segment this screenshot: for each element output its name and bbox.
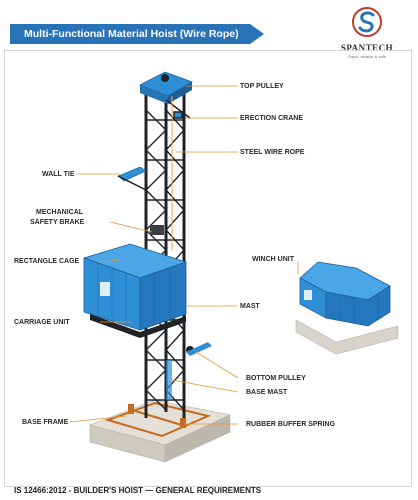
- winch-unit: [295, 261, 399, 355]
- label-base-frame: BASE FRAME: [22, 419, 69, 426]
- label-carriage-unit: CARRIAGE UNIT: [14, 319, 70, 326]
- label-rectangle-cage: RECTANGLE CAGE: [14, 258, 80, 265]
- carriage-unit: [90, 314, 186, 338]
- label-mechanical-safety-brake-line2: SAFETY BRAKE: [30, 219, 85, 226]
- rectangle-cage: [82, 243, 188, 331]
- bottom-pulley: [186, 342, 212, 356]
- leader-lines: [69, 85, 299, 425]
- base-foundation: [89, 399, 231, 463]
- spantech-logo-icon: [352, 7, 382, 37]
- label-top-pulley: TOP PULLEY: [240, 83, 284, 90]
- wall-tie: [117, 166, 147, 191]
- label-bottom-pulley: BOTTOM PULLEY: [246, 375, 306, 382]
- label-erection-crane: ERECTION CRANE: [240, 115, 304, 122]
- label-winch-unit: WINCH UNIT: [252, 256, 294, 263]
- base-mast: [166, 360, 172, 400]
- logo-tagline: Rapid, reliable & safe: [347, 54, 387, 59]
- label-rubber-buffer-spring: RUBBER BUFFER SPRING: [246, 421, 336, 428]
- label-mast: MAST: [240, 303, 260, 310]
- label-steel-wire-rope: STEEL WIRE ROPE: [240, 149, 305, 156]
- top-pulley: [139, 71, 193, 104]
- mechanical-safety-brake: [150, 225, 164, 235]
- diagram-frame: [4, 50, 412, 487]
- label-wall-tie: WALL TIE: [42, 171, 75, 178]
- label-base-mast: BASE MAST: [246, 389, 288, 396]
- company-logo: SPANTECH Rapid, reliable & safe: [332, 6, 402, 59]
- label-mechanical-safety-brake-line1: MECHANICAL: [36, 209, 84, 216]
- erection-crane: [165, 99, 191, 119]
- base-frame: [104, 401, 212, 438]
- footer-standard: IS 12466:2012 - BUILDER'S HOIST — GENERA…: [14, 486, 262, 495]
- rubber-buffer-spring: [128, 404, 186, 428]
- diagram-title: Multi-Functional Material Hoist (Wire Ro…: [10, 24, 264, 44]
- logo-name: SPANTECH: [340, 43, 394, 53]
